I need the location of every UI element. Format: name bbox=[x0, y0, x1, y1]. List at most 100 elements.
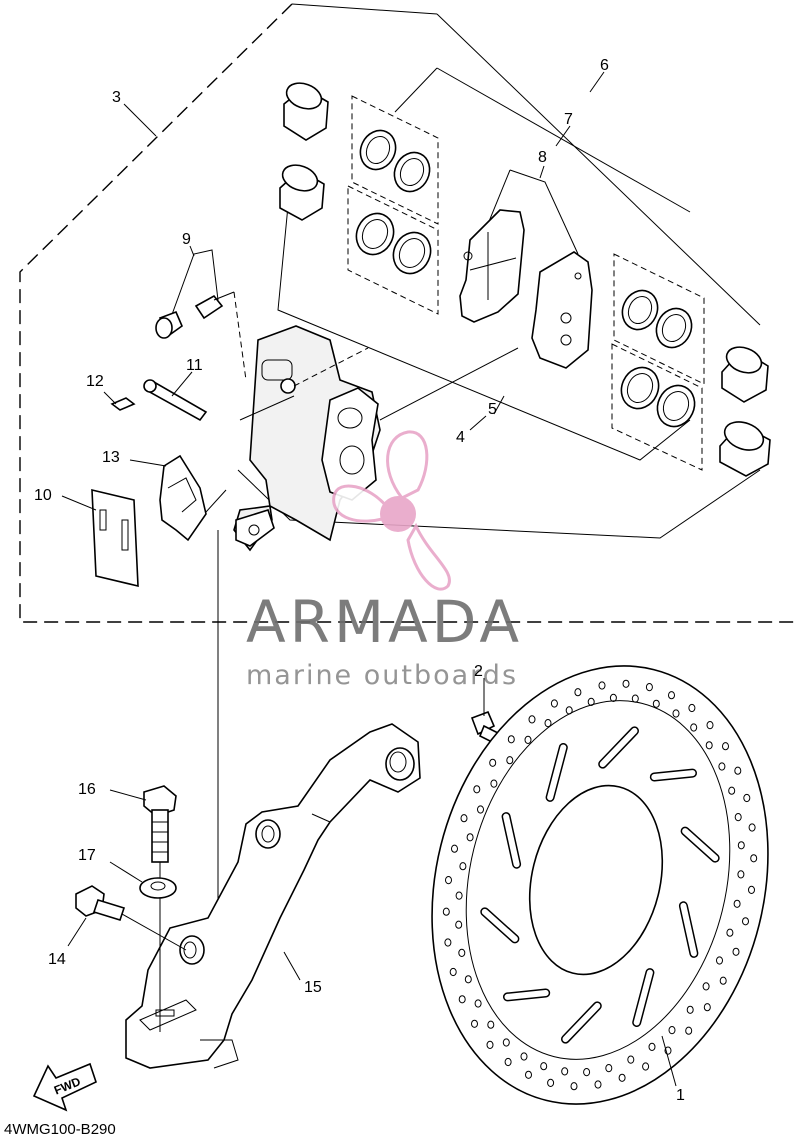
disc-slot bbox=[599, 727, 638, 768]
bolt-16 bbox=[143, 785, 177, 1032]
disc-hole bbox=[471, 1019, 478, 1028]
disc-hole bbox=[594, 1080, 602, 1089]
disc-hole bbox=[627, 1055, 635, 1064]
disc-hole bbox=[451, 844, 458, 853]
disc-hole bbox=[737, 870, 745, 879]
disc-hole bbox=[583, 1068, 591, 1077]
disc-hole bbox=[652, 699, 660, 708]
disc-slot bbox=[504, 990, 549, 1000]
seal-kit-frames bbox=[237, 3, 761, 539]
disc-hole bbox=[489, 758, 497, 767]
disc-hole bbox=[455, 891, 463, 900]
callout-leaders bbox=[61, 71, 677, 1087]
propeller-icon bbox=[332, 430, 451, 591]
disc-hole bbox=[622, 679, 630, 688]
disc-hole bbox=[702, 982, 710, 991]
diagram-code: 4WMG100-B290 bbox=[4, 1121, 116, 1137]
disc-hole bbox=[474, 999, 482, 1008]
disc-hole bbox=[502, 1038, 510, 1047]
callout-5: 5 bbox=[488, 401, 497, 418]
disc-hole bbox=[686, 1005, 694, 1014]
disc-slot bbox=[651, 770, 696, 780]
disc-hole bbox=[528, 715, 536, 724]
disc-hole bbox=[486, 1040, 494, 1050]
disc-hole bbox=[598, 681, 606, 690]
disc-hole bbox=[445, 876, 452, 885]
disc-hole bbox=[507, 735, 515, 744]
disc-hole bbox=[444, 938, 452, 947]
seal-boxes bbox=[347, 95, 705, 471]
disc-slot bbox=[547, 744, 567, 801]
disc-hole bbox=[466, 833, 474, 842]
caliper-bracket bbox=[125, 723, 421, 1069]
disc-hole bbox=[561, 1067, 569, 1076]
callout-11: 11 bbox=[186, 357, 203, 374]
disc-hole bbox=[732, 947, 740, 956]
disc-hole bbox=[750, 854, 758, 863]
callout-1: 1 bbox=[676, 1087, 685, 1104]
callout-4: 4 bbox=[456, 429, 465, 446]
callout-15: 15 bbox=[304, 979, 322, 996]
disc-hole bbox=[719, 976, 727, 985]
disc-hole bbox=[520, 1052, 528, 1061]
disc-slot bbox=[562, 1002, 601, 1043]
bolt-14 bbox=[75, 885, 187, 951]
callout-3: 3 bbox=[112, 89, 121, 106]
disc-hole bbox=[570, 1082, 578, 1091]
disc-hole bbox=[718, 762, 726, 771]
washer-17 bbox=[139, 877, 177, 899]
disc-hole bbox=[664, 1046, 672, 1055]
insulator-plate bbox=[91, 488, 139, 588]
disc-hole bbox=[742, 917, 749, 926]
disc-hole bbox=[672, 709, 680, 718]
disc-hole bbox=[459, 862, 467, 871]
disc-hole bbox=[737, 841, 745, 850]
disc-hole bbox=[609, 693, 617, 703]
watermark-logo: ARMADA marine outboards bbox=[246, 430, 523, 691]
disc-hole bbox=[458, 948, 466, 958]
disc-hole bbox=[734, 766, 742, 775]
fwd-arrow: FWD bbox=[32, 1062, 97, 1112]
callout-17: 17 bbox=[78, 847, 96, 864]
disc-hole bbox=[490, 779, 498, 788]
disc-hole bbox=[477, 805, 484, 814]
callout-numbers: 3 6 7 8 9 11 12 13 10 5 4 2 16 17 14 15 … bbox=[34, 57, 685, 1104]
disc-hole bbox=[726, 928, 734, 937]
disc-hole bbox=[473, 785, 481, 794]
callout-14: 14 bbox=[48, 951, 66, 968]
callout-12: 12 bbox=[86, 373, 104, 390]
callout-9: 9 bbox=[182, 231, 191, 248]
disc-hole bbox=[605, 1064, 613, 1073]
disc-hole bbox=[550, 699, 558, 708]
disc-hole bbox=[668, 1026, 676, 1035]
disc-hole bbox=[716, 956, 723, 965]
disc-hole bbox=[525, 1070, 532, 1079]
callout-10: 10 bbox=[34, 487, 52, 504]
pad-pin bbox=[110, 379, 208, 422]
watermark-brand: ARMADA bbox=[246, 588, 523, 656]
disc-hole bbox=[449, 967, 457, 977]
disc-hole bbox=[648, 1042, 656, 1052]
disc-hole bbox=[748, 823, 756, 832]
disc-hole bbox=[690, 723, 698, 732]
piston-seals bbox=[355, 129, 696, 428]
disc-slot bbox=[503, 813, 520, 868]
disc-hole bbox=[460, 814, 468, 823]
disc-hole bbox=[705, 741, 713, 750]
disc-slots bbox=[480, 726, 720, 1044]
callout-7: 7 bbox=[564, 111, 573, 128]
disc-hole bbox=[547, 1078, 555, 1088]
callout-6: 6 bbox=[600, 57, 609, 74]
bleeder-valve bbox=[155, 249, 247, 381]
brake-disc bbox=[431, 665, 769, 1105]
disc-hole bbox=[668, 691, 675, 700]
watermark-tagline: marine outboards bbox=[246, 660, 518, 691]
callout-2: 2 bbox=[474, 663, 483, 680]
disc-slot bbox=[633, 969, 653, 1026]
disc-hole bbox=[733, 899, 741, 908]
disc-hole bbox=[706, 721, 714, 730]
disc-hole bbox=[728, 786, 736, 795]
disc-slot bbox=[481, 908, 518, 942]
disc-hole bbox=[565, 706, 573, 715]
